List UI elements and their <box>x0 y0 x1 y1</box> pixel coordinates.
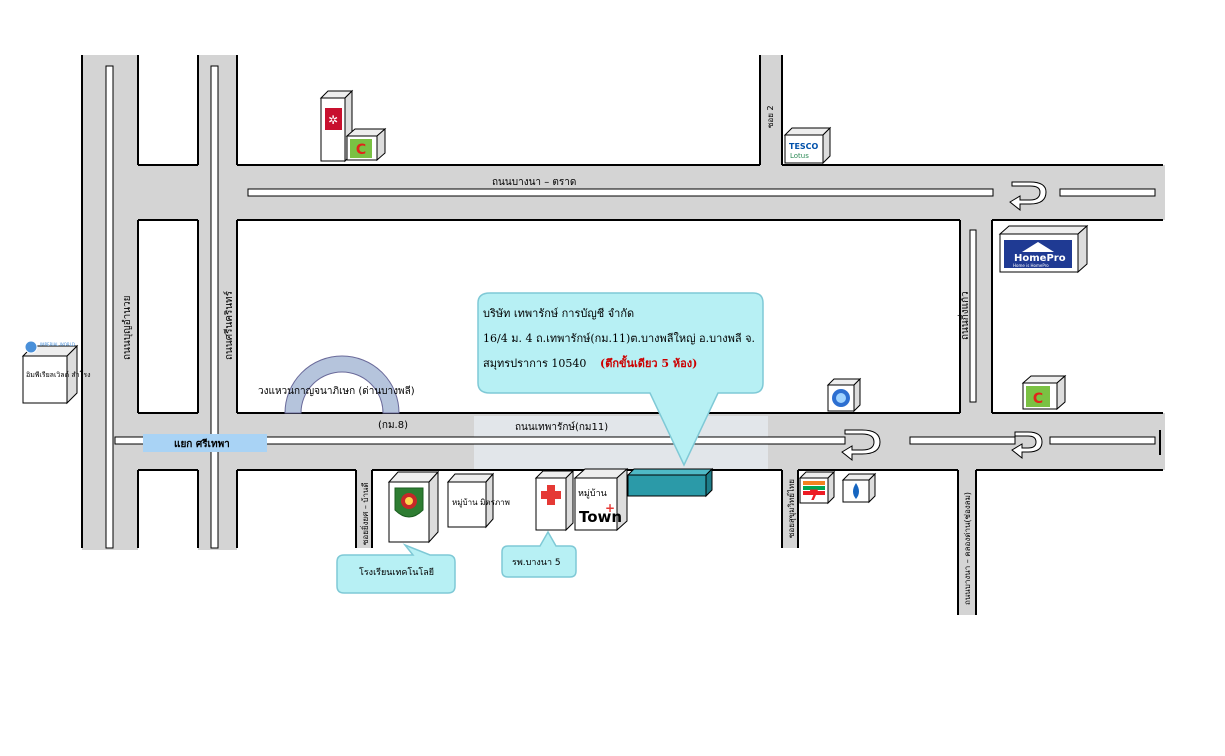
school-callout <box>336 543 456 594</box>
homepro-sub-label: Home is HomePro <box>1013 263 1049 268</box>
imperial-building-label: อิมพีเรียลเวิลด์ สำโรง <box>26 370 91 379</box>
road-label-soi-srinakarin: ซอยยิ่งยศ – บ้านดี <box>359 482 370 545</box>
school-label: โรงเรียนเทคโนโลยี <box>359 567 434 578</box>
hospital-callout <box>501 530 577 578</box>
road-label-soi-2: ซอย 2 <box>766 105 775 128</box>
seven-eleven-icon: 7 <box>798 470 836 505</box>
big-c-icon: C <box>1021 374 1067 411</box>
town-word: Town <box>579 508 622 526</box>
school-emblem-icon <box>394 487 424 518</box>
village-town-label: หมู่บ้าน <box>578 488 607 499</box>
ring-road-label: วงแหวนกาญจนาภิเษก (ด่านบางพลี) <box>258 385 415 397</box>
address-callout <box>477 292 764 467</box>
homepro-building <box>998 224 1089 274</box>
big-c-icon: C <box>345 127 387 162</box>
road-label-srinakarin: ถนนศรีนครินทร์ <box>223 290 235 360</box>
u-turn-arrow-icon <box>1009 181 1047 212</box>
ptt-icon <box>826 377 862 413</box>
office-building <box>626 467 714 498</box>
imperial-logo-icon <box>24 340 38 354</box>
road-outlines <box>81 55 1163 615</box>
u-turn-arrow-icon <box>841 429 881 462</box>
svg-text:7: 7 <box>809 488 819 504</box>
svg-text:C: C <box>1033 391 1043 407</box>
road-label-boon-umnuay: ถนนบุญอำนวย <box>122 295 133 360</box>
road-label-soi-sukhothai: ซอยสุขุมวิทย์ไทย <box>786 479 796 538</box>
red-cross-icon <box>541 485 561 505</box>
tesco-lotus-building <box>783 126 832 165</box>
road-label-bangna-trat: ถนนบางนา – ตราด <box>492 177 576 188</box>
road-label-bangna-klong: ถนนบางนา – คลองด่าน(ช่องลม) <box>963 492 972 605</box>
callout-province: สมุทรปราการ 10540 <box>483 357 586 370</box>
intersection-label: แยก ศรีเทพา <box>174 438 230 450</box>
median-strips <box>105 65 1156 549</box>
svg-text:✲: ✲ <box>328 113 338 127</box>
road-label-king-kaew: ถนนกิ่งแก้ว <box>957 291 971 340</box>
ring-road-arc <box>284 355 400 414</box>
tesco-label: TESCO <box>789 142 819 151</box>
u-turn-arrow-icon <box>1011 431 1043 460</box>
imperial-logo-text: IMPERIAL WORLD <box>40 342 75 347</box>
village-mittraphap-label: หมู่บ้าน มิตรภาพ <box>452 498 510 508</box>
callout-address-line: 16/4 ม. 4 ถ.เทพารักษ์(กม.11)ต.บางพลีใหญ่… <box>483 332 755 345</box>
road-label-km8: (กม.8) <box>378 420 408 431</box>
callout-building-note: (ตึกขั้นเดียว 5 ห้อง) <box>600 355 697 370</box>
intersection-badge <box>143 434 267 452</box>
ptt-icon <box>841 472 877 504</box>
road-label-thepharak: ถนนเทพารักษ์(กม11) <box>515 421 608 433</box>
lotus-label: Lotus <box>790 152 809 160</box>
hospital-building <box>534 469 575 532</box>
village-mittraphap-building <box>446 472 495 529</box>
homepro-label: HomePro <box>1014 253 1066 264</box>
callout-company-name: บริษัท เทพารักษ์ การบัญชี จำกัด <box>483 307 634 320</box>
hospital-label: รพ.บางนา 5 <box>512 558 561 568</box>
landmark-tower: ✲ <box>319 89 354 163</box>
town-plus-icon: + <box>605 501 615 515</box>
village-town-building <box>573 467 629 532</box>
svg-text:C: C <box>356 142 366 158</box>
imperial-building <box>21 344 79 405</box>
